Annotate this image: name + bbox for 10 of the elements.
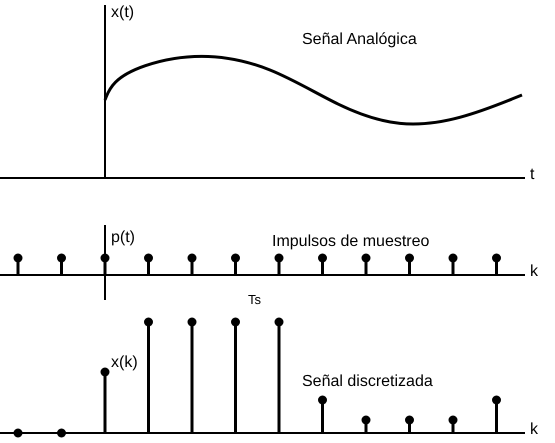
plot-title: Señal Analógica <box>302 32 417 48</box>
axis-label: x(k) <box>111 355 138 371</box>
axis-label: k <box>530 264 538 280</box>
axis-label: x(t) <box>111 5 134 21</box>
axis-label: p(t) <box>111 230 135 246</box>
axis-label: t <box>530 167 534 183</box>
axis-label: Ts <box>248 293 261 306</box>
plot-title: Impulsos de muestreo <box>272 234 430 250</box>
axis-label: k <box>530 422 538 438</box>
plot-title: Señal discretizada <box>302 374 433 390</box>
